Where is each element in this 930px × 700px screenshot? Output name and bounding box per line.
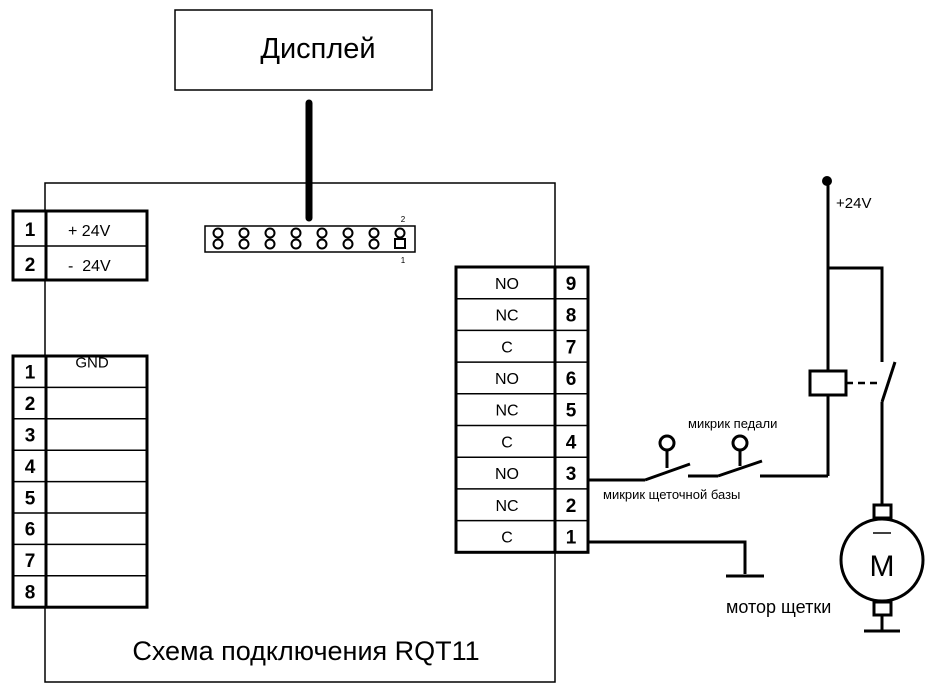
connector-pin bbox=[290, 227, 302, 250]
motor-label: мотор щетки bbox=[726, 597, 831, 617]
base-microswitch bbox=[644, 462, 691, 482]
relay-row-label: NC bbox=[495, 403, 518, 420]
relay-row: NC 8 bbox=[495, 306, 576, 327]
relay-row-num: 6 bbox=[566, 369, 577, 390]
input-row-num: 2 bbox=[25, 394, 36, 415]
relay-row-label: C bbox=[501, 339, 513, 356]
input-row: 1 GND bbox=[25, 355, 109, 384]
input-row-label: GND bbox=[75, 355, 109, 372]
input-row-num: 8 bbox=[25, 583, 36, 604]
base-switch-label: микрик щеточной базы bbox=[603, 487, 740, 502]
input-row-num: 1 bbox=[25, 363, 36, 384]
relay-coil-icon bbox=[808, 369, 848, 397]
display-box: Дисплей bbox=[174, 9, 433, 91]
connector-pin bbox=[342, 227, 354, 250]
power-row-1-label: + 24V bbox=[68, 223, 111, 240]
supply-label: +24V bbox=[836, 195, 871, 212]
display-connector: 2 1 bbox=[204, 215, 416, 265]
input-row: 6 bbox=[25, 520, 36, 541]
motor-symbol: M bbox=[870, 550, 895, 583]
relay-row-num: 9 bbox=[566, 274, 577, 295]
relay-row-label: NO bbox=[495, 371, 519, 388]
relay-row-num: 3 bbox=[566, 464, 577, 485]
relay-row-label: NO bbox=[495, 276, 519, 293]
power-row-2-label: - 24V bbox=[68, 258, 111, 275]
relay-row-label: NO bbox=[495, 466, 519, 483]
relay-row: NO 6 bbox=[495, 369, 576, 390]
relay bbox=[808, 266, 897, 505]
relay-row-num: 8 bbox=[566, 306, 577, 327]
input-row-num: 5 bbox=[25, 488, 36, 509]
connector-pin bbox=[368, 227, 380, 250]
input-row-num: 4 bbox=[25, 457, 36, 478]
relay-row: NO 9 bbox=[495, 274, 576, 295]
relay-row-num: 7 bbox=[566, 337, 577, 358]
input-row: 4 bbox=[25, 457, 36, 478]
input-terminal-block: 1 GND 2 3 4 5 6 7 8 bbox=[11, 354, 149, 609]
pedal-switch-label: микрик педали bbox=[688, 416, 777, 431]
ground-wire bbox=[588, 540, 764, 578]
connector-pin bbox=[264, 227, 276, 250]
input-row: 5 bbox=[25, 488, 36, 509]
input-row: 7 bbox=[25, 551, 36, 572]
relay-row: NC 2 bbox=[495, 496, 576, 517]
power-row-2-num: 2 bbox=[25, 255, 36, 276]
input-row: 8 bbox=[25, 583, 36, 604]
pedal-switch-actuator-icon bbox=[731, 434, 749, 452]
relay-row-num: 1 bbox=[566, 527, 577, 548]
supply-terminal-icon bbox=[822, 176, 832, 186]
board-title: Схема подключения RQT11 bbox=[132, 636, 479, 666]
relay-row-num: 4 bbox=[566, 432, 577, 453]
input-row: 2 bbox=[25, 394, 36, 415]
relay-row-label: NC bbox=[495, 498, 518, 515]
base-switch-actuator-icon bbox=[658, 434, 676, 452]
input-row-num: 3 bbox=[25, 426, 36, 447]
input-row-num: 7 bbox=[25, 551, 36, 572]
relay-row: NO 3 bbox=[495, 464, 576, 485]
relay-row-label: C bbox=[501, 434, 513, 451]
relay-row-num: 2 bbox=[566, 496, 577, 517]
relay-contact-icon bbox=[880, 361, 897, 403]
motor-icon: M bbox=[839, 503, 925, 633]
relay-row-label: C bbox=[501, 529, 513, 546]
power-row-1-num: 1 bbox=[25, 220, 36, 241]
pedal-microswitch bbox=[717, 459, 763, 478]
connector-pin-1-label: 1 bbox=[401, 256, 406, 265]
power-terminal-block: 1 + 24V 2 - 24V bbox=[11, 209, 149, 282]
connector-pin bbox=[212, 227, 224, 250]
input-row-num: 6 bbox=[25, 520, 36, 541]
relay-row: NC 5 bbox=[495, 401, 576, 422]
relay-row-label: NC bbox=[495, 308, 518, 325]
connector-pin bbox=[316, 227, 328, 250]
relay-row-num: 5 bbox=[566, 401, 577, 422]
connector-pin bbox=[394, 227, 406, 249]
display-label: Дисплей bbox=[260, 33, 375, 65]
connector-pin bbox=[238, 227, 250, 250]
switch-chain bbox=[588, 181, 830, 482]
connector-pins bbox=[212, 227, 406, 250]
connector-pin-2-label: 2 bbox=[401, 215, 406, 224]
input-row: 3 bbox=[25, 426, 36, 447]
